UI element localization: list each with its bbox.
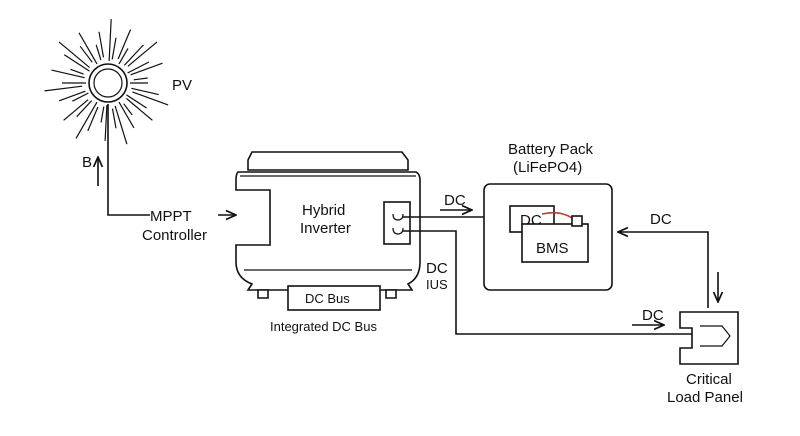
sun-ray	[70, 68, 84, 75]
sun-ray	[117, 29, 132, 60]
battery-red-wire	[541, 211, 573, 219]
sun-ray	[126, 94, 147, 109]
dc-bus-box	[287, 285, 381, 311]
load-to-battery-wire	[618, 232, 709, 308]
pv-label: PV	[172, 77, 192, 94]
sun-ray	[87, 106, 99, 132]
dc-bus-side-label-line2: IUS	[426, 277, 448, 292]
sun-ray	[111, 108, 117, 129]
sun-ray	[123, 44, 144, 66]
pv-wire	[107, 104, 150, 216]
inverter-to-load-wire	[403, 230, 692, 335]
pv-sun-icon	[44, 19, 169, 145]
sun-ray	[44, 85, 83, 92]
hybrid-inverter	[235, 151, 421, 299]
dc-to-battery-label: DC	[444, 192, 466, 209]
sun-ray	[126, 97, 153, 121]
sun-ray	[127, 41, 158, 67]
sun-ray	[130, 62, 163, 76]
bms-label: BMS	[536, 240, 569, 257]
sun-ray	[72, 92, 89, 102]
sun-ray	[98, 31, 105, 58]
sun-ray	[63, 99, 89, 121]
sun-ray	[76, 100, 93, 118]
sun-ray	[100, 106, 105, 123]
inverter-label-line1: Hybrid	[302, 202, 345, 219]
integrated-dc-bus-label: Integrated DC Bus	[270, 319, 377, 334]
sun-ray	[127, 61, 150, 74]
sun-ray	[123, 103, 133, 116]
mppt-label-line1: MPPT	[150, 208, 192, 225]
dc-to-load-label: DC	[642, 307, 664, 324]
sun-ray	[104, 104, 108, 141]
load-label-line2: Load Panel	[667, 389, 743, 406]
sun-ray	[132, 91, 169, 106]
critical-load-panel	[679, 311, 739, 365]
mppt-label-line2: Controller	[142, 227, 207, 244]
b-arrow-label: B	[82, 154, 92, 171]
sun-ray	[131, 87, 159, 96]
bms-box	[521, 223, 589, 263]
dc-bus-box-label: DC Bus	[305, 291, 350, 306]
sun-ray	[58, 41, 90, 69]
battery-terminal	[571, 215, 583, 227]
sun-ray	[75, 101, 98, 139]
load-label-line1: Critical	[686, 371, 732, 388]
battery-label-line2: (LiFePO4)	[513, 159, 582, 176]
inverter-label-line2: Inverter	[300, 220, 351, 237]
sun-ray	[118, 48, 129, 65]
sun-ray	[108, 19, 112, 62]
sun-ray	[78, 32, 98, 65]
sun-ray	[114, 105, 128, 145]
sun-ray	[58, 90, 86, 102]
dc-return-label: DC	[650, 211, 672, 228]
dc-bus-side-label-line1: DC	[426, 260, 448, 277]
battery-label-line1: Battery Pack	[508, 141, 594, 158]
sun-ray	[133, 77, 148, 81]
sun-ray	[118, 101, 135, 129]
sun-ray	[79, 45, 93, 63]
sun-ray	[95, 44, 102, 61]
sun-ray	[63, 54, 90, 72]
sun-ray	[111, 37, 117, 60]
sun-ray	[51, 69, 85, 79]
